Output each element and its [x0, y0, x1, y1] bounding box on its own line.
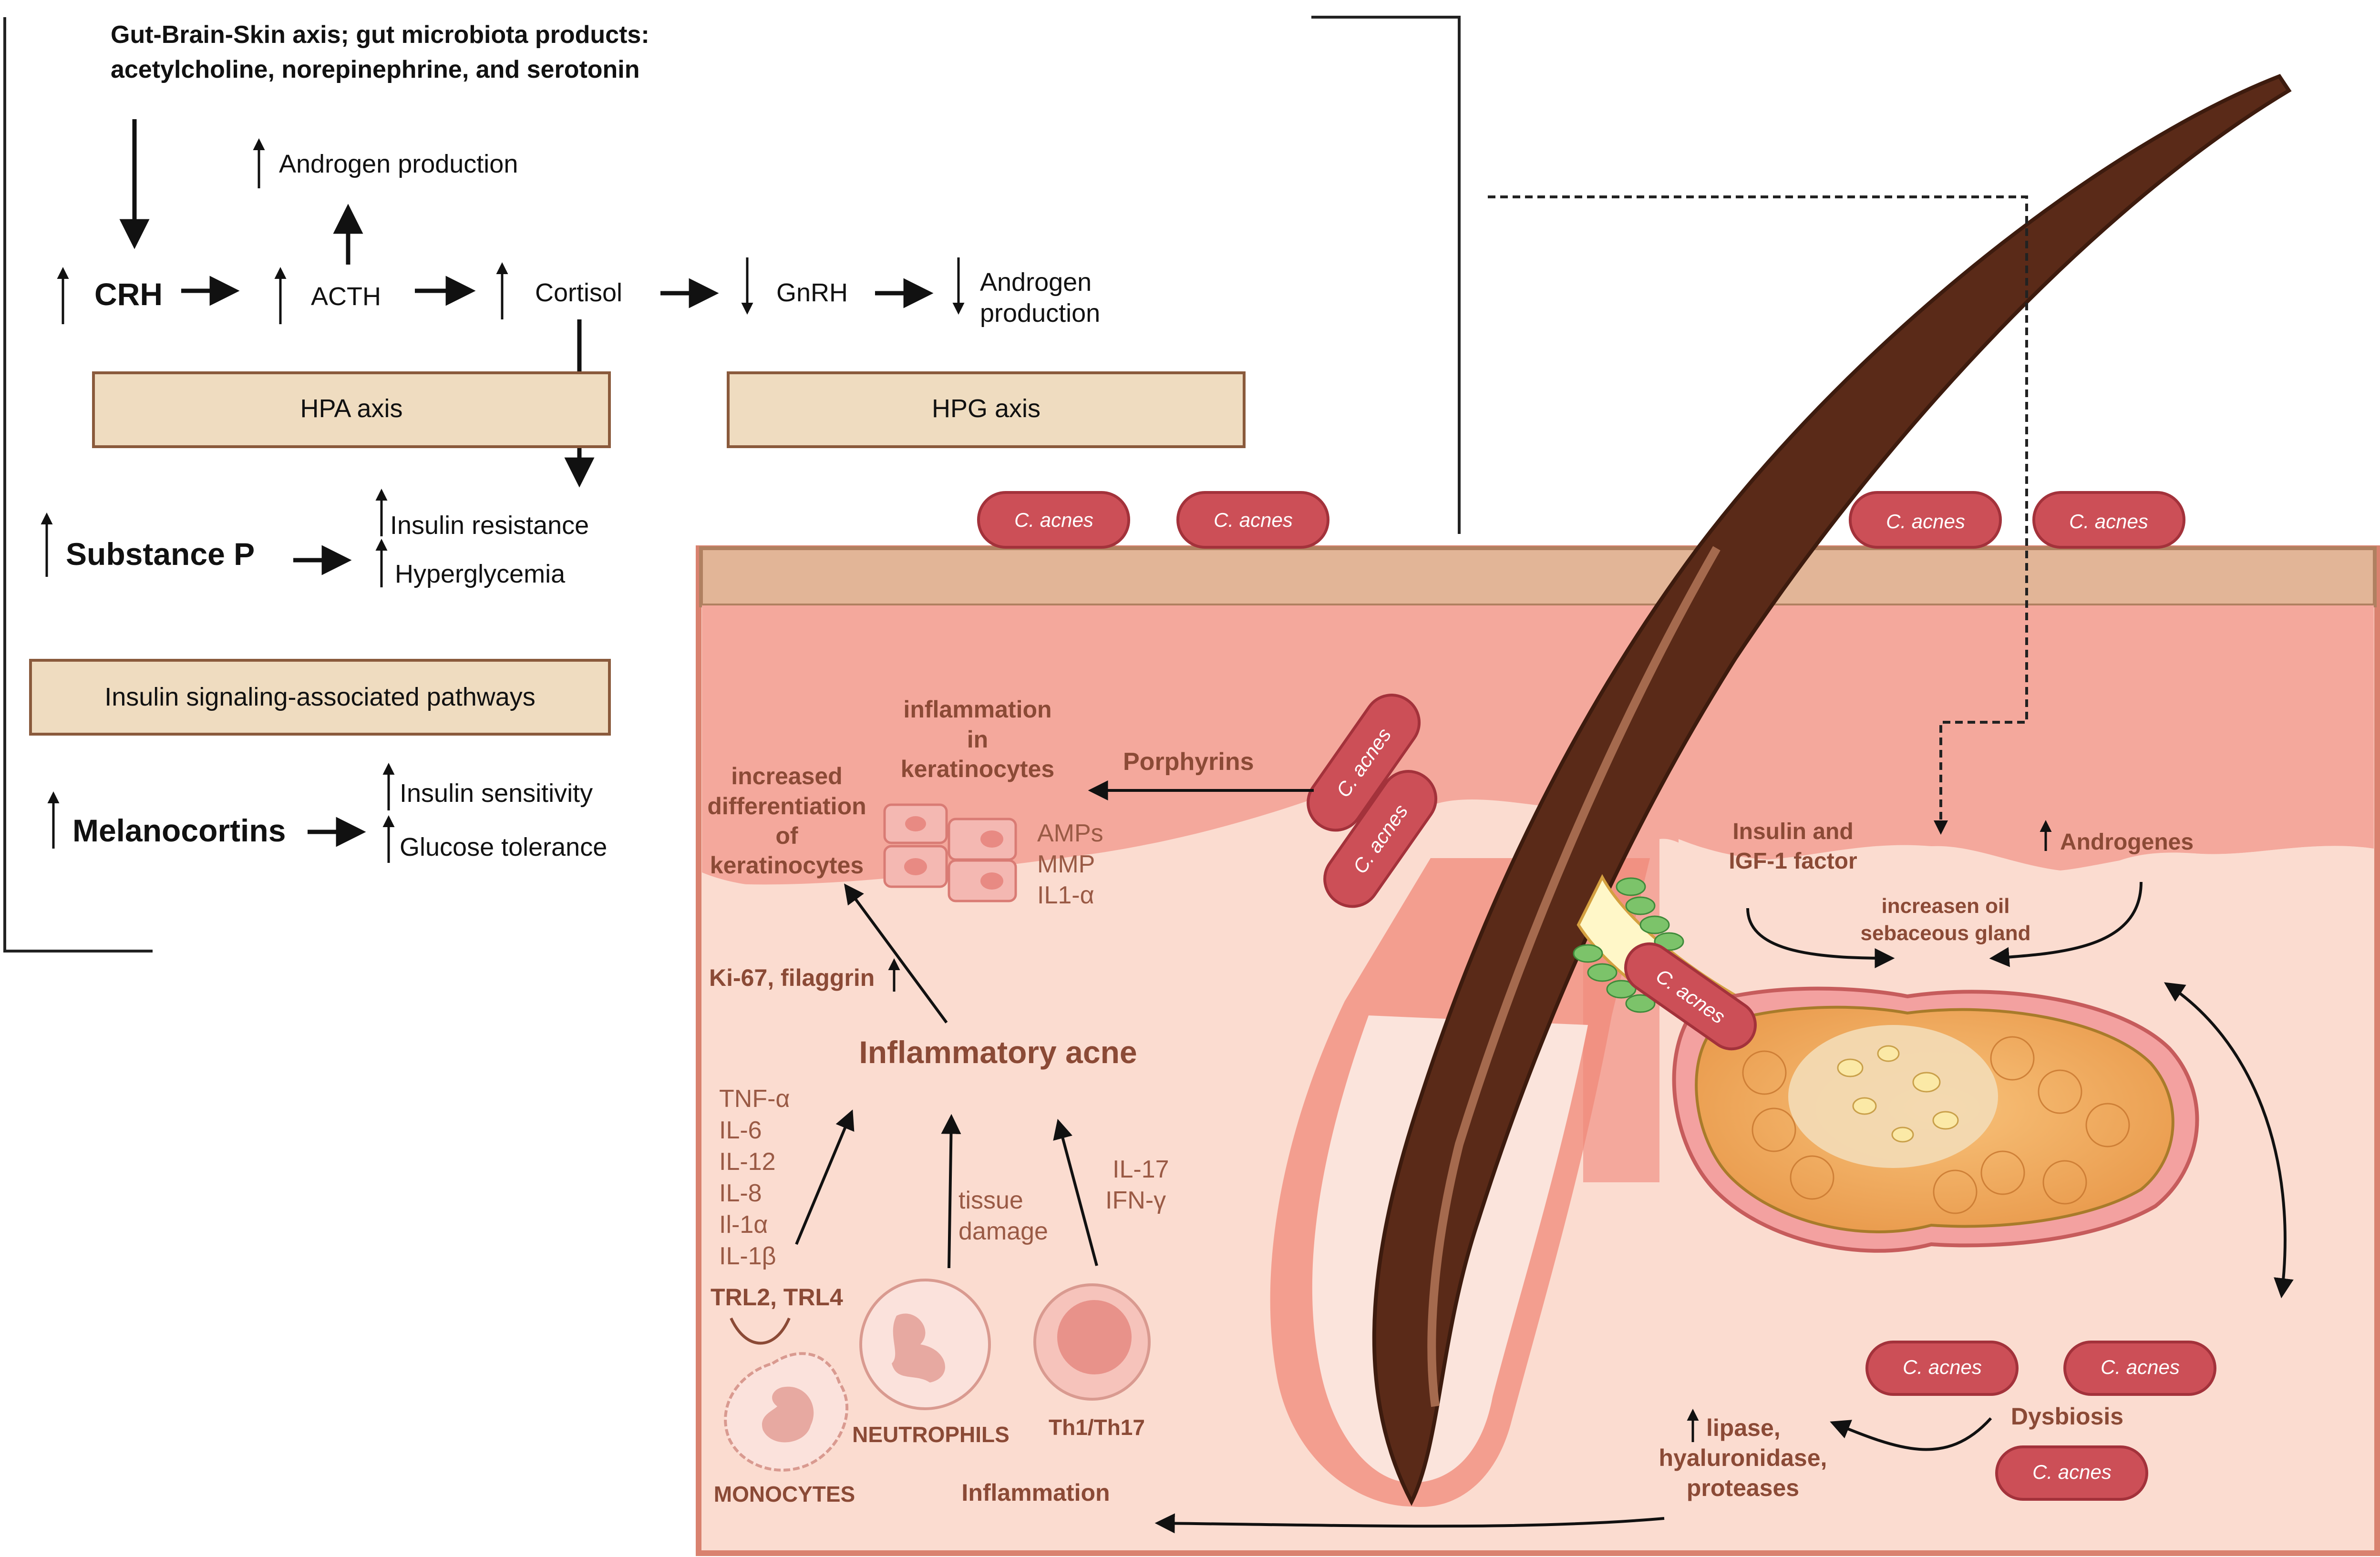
- gnrh-label: GnRH: [776, 278, 848, 307]
- amps-label: AMPs: [1037, 819, 1103, 847]
- arrow-acne-to-diff: [844, 883, 948, 1024]
- cytokine-label: IL-1β: [719, 1242, 776, 1270]
- arrow-insulin-oil: [1746, 908, 1895, 968]
- bacterium: C. acnes: [2032, 491, 2185, 549]
- insulin-igf-line2: IGF-1 factor: [1729, 849, 1857, 874]
- il17-label: IL-17: [1113, 1156, 1169, 1183]
- androgen-down-line1: Androgen: [980, 268, 1092, 297]
- bacterium-label: C. acnes: [2101, 1356, 2180, 1378]
- th-cell: [1033, 1283, 1151, 1401]
- inflammation-keratinocytes-line1: inflammation: [903, 696, 1051, 723]
- bacterium-label: C. acnes: [1214, 509, 1293, 531]
- skin-panel: C. acnes C. acnes C. acnes C. acnes C. a…: [696, 74, 2380, 1556]
- epidermis-layer: [702, 605, 2374, 1182]
- monocyte-cell: [724, 1352, 848, 1472]
- il1a-label: IL1-α: [1037, 881, 1094, 909]
- hpa-axis-box: [92, 371, 611, 448]
- mmp-label: MMP: [1037, 850, 1095, 878]
- dysbiosis-label: Dysbiosis: [2011, 1403, 2123, 1430]
- bacterium-label: C. acnes: [1014, 509, 1093, 531]
- hpa-axis-label: HPA axis: [300, 394, 402, 423]
- arrow-androgenes-oil: [1989, 881, 2143, 967]
- lipase-line1: lipase,: [1706, 1414, 1781, 1441]
- bacterium: C. acnes: [1849, 491, 2002, 549]
- keratinocyte-cluster: [883, 803, 1017, 902]
- increased-diff-line4: keratinocytes: [710, 852, 864, 879]
- hair-shaft: [1372, 74, 2292, 1506]
- trl-receptor-curve: [730, 1317, 791, 1345]
- arrow-inflammation: [1154, 1513, 1665, 1534]
- androgen-down-line2: production: [980, 299, 1100, 328]
- trl-label: TRL2, TRL4: [711, 1284, 843, 1311]
- inflammatory-acne-title: Inflammatory acne: [859, 1035, 1137, 1070]
- neutrophil-cell: [859, 1279, 991, 1410]
- bacteria-group: C. acnes C. acnes C. acnes C. acnes C. a…: [977, 491, 2216, 1501]
- insulin-igf-line1: Insulin and: [1732, 819, 1853, 844]
- lipase-line3: proteases: [1687, 1475, 1799, 1501]
- inflammation-label: Inflammation: [961, 1479, 1110, 1506]
- increased-diff-line2: differentiation: [707, 793, 866, 819]
- hpg-axis-label: HPG axis: [932, 394, 1041, 423]
- arrow-th: [1053, 1118, 1098, 1266]
- left-panel: Gut-Brain-Skin axis; gut microbiota prod…: [3, 16, 1461, 953]
- monocytes-label: MONOCYTES: [714, 1482, 855, 1506]
- insulin-resistance-label: Insulin resistance: [390, 511, 589, 540]
- bacterium-label: C. acnes: [2069, 510, 2148, 533]
- increased-diff-line3: of: [775, 822, 798, 849]
- th-label: Th1/Th17: [1049, 1415, 1145, 1440]
- oil-line1: increasen oil: [1881, 894, 2009, 918]
- sebaceous-gland: [1672, 986, 2199, 1253]
- arrow-monocytes: [795, 1109, 855, 1245]
- substance-p-label: Substance P: [66, 536, 255, 572]
- cytokine-label: Il-1α: [719, 1211, 768, 1239]
- hpg-axis-box: [727, 371, 1246, 448]
- cortisol-label: Cortisol: [535, 278, 622, 307]
- arrow-gland-dysbiosis: [2164, 982, 2294, 1299]
- left-bracket: [3, 17, 153, 953]
- androgen-production-up: Androgen production: [279, 150, 518, 178]
- arrow-dysbiosis: [1830, 1417, 1992, 1451]
- bacterium: C. acnes: [1176, 491, 1329, 549]
- bacterium-label: C. acnes: [2032, 1461, 2112, 1483]
- glucose-tolerance-label: Glucose tolerance: [400, 833, 607, 861]
- cytokine-label: TNF-α: [719, 1085, 790, 1113]
- inflammation-keratinocytes-line2: in: [967, 726, 988, 753]
- hair-highlight: [1427, 546, 1721, 1407]
- arrow-neutrophils: [941, 1114, 961, 1269]
- cytokine-label: IL-8: [719, 1179, 762, 1207]
- crh-label: CRH: [94, 277, 163, 312]
- ki67-label: Ki-67, filaggrin: [709, 964, 875, 991]
- bacterium: C. acnes: [1865, 1341, 2019, 1396]
- insulin-pathways-box: [29, 659, 611, 736]
- oil-line2: sebaceous gland: [1860, 922, 2030, 945]
- bacterium: C. acnes: [2063, 1341, 2216, 1396]
- neutrophils-label: NEUTROPHILS: [852, 1422, 1010, 1447]
- insulin-pathways-label: Insulin signaling-associated pathways: [104, 683, 536, 711]
- cytokine-label: IL-6: [719, 1117, 762, 1144]
- bacterium-label: C. acnes: [1886, 510, 1965, 533]
- androgenes-label: Androgenes: [2060, 830, 2194, 855]
- tissue-damage-line2: damage: [958, 1218, 1048, 1245]
- bacterium-label: C. acnes: [1903, 1356, 1982, 1378]
- insulin-sensitivity-label: Insulin sensitivity: [400, 779, 593, 808]
- melanocortins-label: Melanocortins: [72, 813, 286, 848]
- tissue-damage-line1: tissue: [958, 1187, 1023, 1214]
- ifng-label: IFN-γ: [1105, 1187, 1166, 1214]
- cytokine-label: IL-12: [719, 1148, 776, 1176]
- bacterium: C. acnes: [1995, 1445, 2148, 1501]
- increased-diff-line1: increased: [731, 763, 842, 789]
- gut-brain-title-line2: acetylcholine, norepinephrine, and serot…: [111, 56, 640, 83]
- stratum-corneum: [699, 546, 2377, 607]
- bacterium: C. acnes: [977, 491, 1130, 549]
- porphyrins-label: Porphyrins: [1123, 748, 1254, 776]
- inflammation-keratinocytes-line3: keratinocytes: [901, 756, 1054, 782]
- acth-label: ACTH: [311, 282, 381, 311]
- gut-brain-title-line1: Gut-Brain-Skin axis; gut microbiota prod…: [111, 21, 649, 49]
- hyperglycemia-label: Hyperglycemia: [395, 560, 566, 588]
- right-bracket: [1311, 16, 1461, 534]
- lipase-line2: hyaluronidase,: [1659, 1444, 1827, 1471]
